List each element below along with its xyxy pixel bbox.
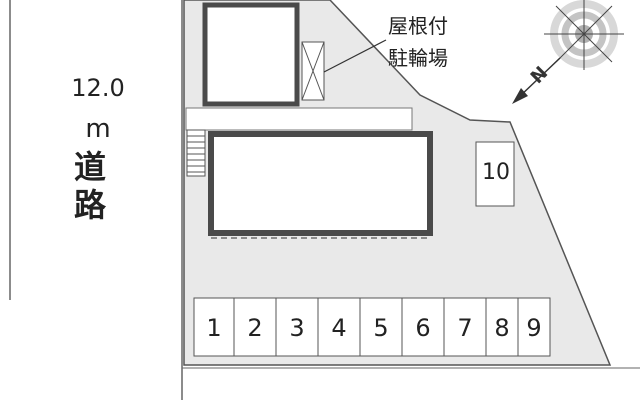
stall-box [443, 297, 487, 357]
stall-number-8: 8 [494, 314, 510, 342]
stall-box [317, 297, 361, 357]
bike-parking-leader [323, 39, 387, 73]
stall-number-6: 6 [415, 314, 431, 342]
stall-number-1: 1 [206, 314, 222, 342]
bike-parking-cross-b [301, 41, 325, 101]
stairs [186, 129, 206, 177]
stall-box [517, 297, 551, 357]
north-arrow-head [512, 88, 528, 104]
stall-number-9: 9 [526, 314, 542, 342]
north-arrow-shaft [517, 57, 561, 99]
stall-box [485, 297, 519, 357]
compass-icon [544, 0, 624, 70]
building-small [202, 2, 300, 107]
stall-box [275, 297, 319, 357]
road-unit-label: m [85, 114, 111, 144]
building-main [208, 131, 433, 236]
stall-box [359, 297, 403, 357]
road-label-char-2: 路 [74, 186, 107, 224]
stall-number-2: 2 [247, 314, 263, 342]
north-label: N [527, 63, 553, 89]
stall-number-4: 4 [331, 314, 347, 342]
stall-box [401, 297, 445, 357]
corridor [185, 107, 413, 131]
stall-number-7: 7 [457, 314, 473, 342]
road-label-char-1: 道 [74, 148, 107, 186]
stall-box [193, 297, 235, 357]
stall-number-3: 3 [289, 314, 305, 342]
parking-stall-10-box [475, 141, 515, 207]
bike-parking-label-line-2: 駐輪場 [388, 46, 448, 70]
stall-number-10: 10 [482, 160, 510, 185]
parking-stalls [193, 297, 551, 357]
stall-number-5: 5 [373, 314, 389, 342]
road-width-label: 12.0 [71, 74, 125, 102]
stall-box [233, 297, 277, 357]
bike-parking-label-line-1: 屋根付 [388, 14, 448, 38]
